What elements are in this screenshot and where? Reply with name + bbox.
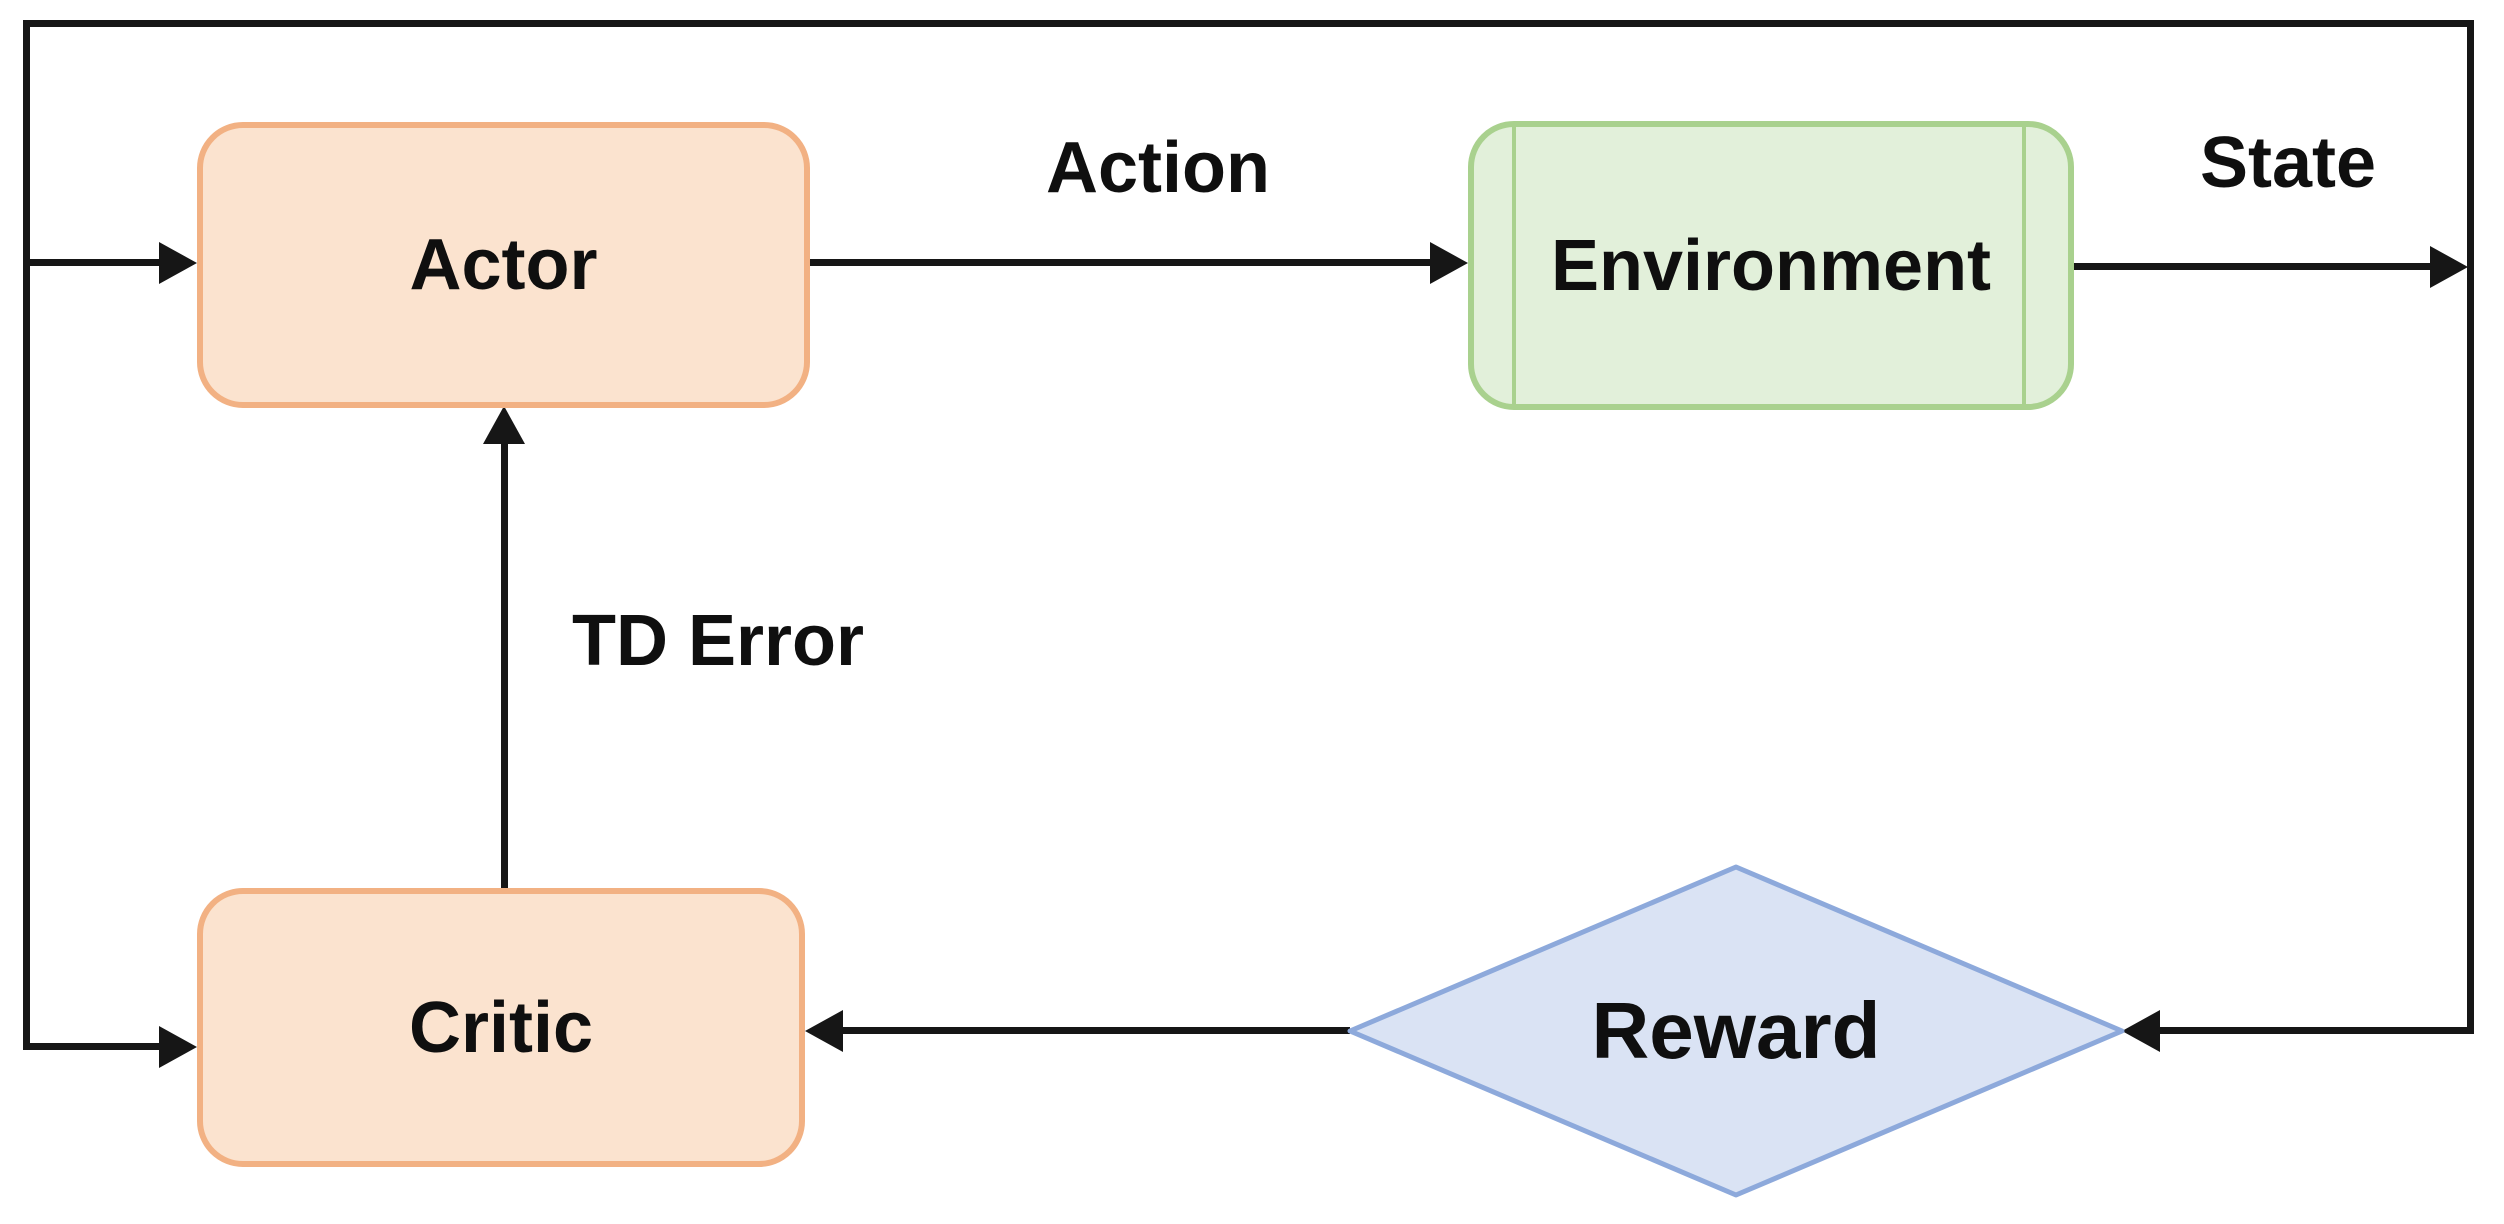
loop-right-line — [2467, 20, 2474, 1034]
state-edge-label: State — [2199, 123, 2377, 203]
predefined-process-bar — [1512, 127, 1516, 404]
reward-node-label: Reward — [1591, 986, 1881, 1075]
loop-left-line — [23, 20, 30, 1050]
diamond-shape-icon — [1347, 864, 2125, 1198]
actor-node-label: Actor — [409, 225, 598, 305]
arrowhead-right-icon — [2430, 246, 2468, 288]
predefined-process-bar — [2022, 127, 2026, 404]
reward-node: Reward — [1344, 863, 2128, 1199]
loop-to-reward-line — [2158, 1027, 2474, 1034]
arrowhead-right-icon — [159, 1026, 197, 1068]
arrowhead-left-icon — [805, 1010, 843, 1052]
environment-node-label: Environment — [1550, 225, 1992, 306]
critic-node: Critic — [197, 888, 805, 1167]
loop-to-actor-line — [23, 259, 163, 266]
action-edge-label: Action — [1046, 128, 1270, 208]
loop-to-critic-line — [23, 1043, 163, 1050]
critic-node-label: Critic — [408, 987, 594, 1068]
actor-node: Actor — [197, 122, 810, 408]
reward-to-critic-line — [841, 1027, 1350, 1034]
arrowhead-up-icon — [483, 406, 525, 444]
loop-top-line — [23, 20, 2474, 27]
arrowhead-right-icon — [1430, 242, 1468, 284]
state-arrow-line — [2074, 263, 2433, 270]
td-error-arrow-line — [501, 440, 508, 888]
arrowhead-right-icon — [159, 242, 197, 284]
action-arrow-line — [810, 259, 1432, 266]
arrowhead-left-icon — [2122, 1010, 2160, 1052]
td-error-edge-label: TD Error — [571, 601, 865, 681]
environment-node: Environment — [1468, 121, 2074, 410]
